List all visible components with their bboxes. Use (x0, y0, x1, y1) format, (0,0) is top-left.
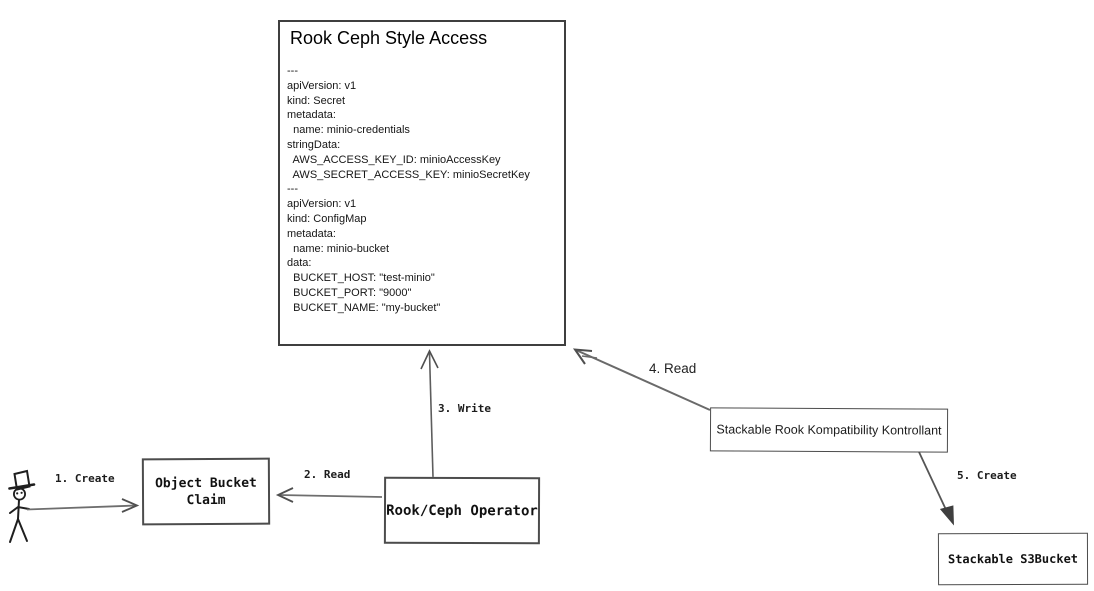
node-label-stackable-kontrollant: Stackable Rook Kompatibility Kontrollant (716, 422, 942, 438)
edge-label-2-read: 2. Read (304, 468, 351, 481)
edge-write-secret (420, 349, 439, 478)
node-rook-ceph-operator: Rook/Ceph Operator (383, 476, 541, 545)
node-rook-ceph-style-access: Rook Ceph Style Access --- apiVersion: v… (278, 20, 566, 346)
edge-label-1-create: 1. Create (55, 472, 115, 485)
edge-label-5-create: 5. Create (957, 469, 1017, 482)
actor-leg-right (17, 518, 28, 542)
actor-eye-left (16, 492, 19, 495)
node-object-bucket-claim: Object Bucket Claim (141, 457, 271, 526)
edge-label-4-read: 4. Read (649, 361, 697, 376)
node-stackable-kontrollant: Stackable Rook Kompatibility Kontrollant (709, 407, 949, 453)
main-box-title: Rook Ceph Style Access (290, 28, 488, 48)
node-label-object-bucket-claim: Object Bucket Claim (155, 475, 257, 508)
node-label-rook-ceph-operator: Rook/Ceph Operator (386, 502, 538, 519)
edge-read-secret (572, 348, 711, 411)
actor-arm (9, 505, 30, 514)
actor-head (12, 487, 26, 501)
edge-label-3-write: 3. Write (438, 402, 491, 415)
edge-read-obc (275, 487, 383, 503)
node-stackable-s3bucket: Stackable S3Bucket (937, 532, 1089, 586)
yaml-manifest-text: --- apiVersion: v1 kind: Secret metadata… (287, 65, 530, 314)
actor-body (17, 499, 20, 520)
user-stick-figure-icon (8, 469, 36, 543)
edge-create-obc (26, 498, 140, 513)
edge-create-s3bucket (918, 451, 954, 526)
actor-leg-left (9, 518, 19, 543)
actor-hat-brim (8, 483, 36, 490)
actor-eye-right (20, 491, 23, 494)
node-label-stackable-s3bucket: Stackable S3Bucket (947, 551, 1079, 567)
